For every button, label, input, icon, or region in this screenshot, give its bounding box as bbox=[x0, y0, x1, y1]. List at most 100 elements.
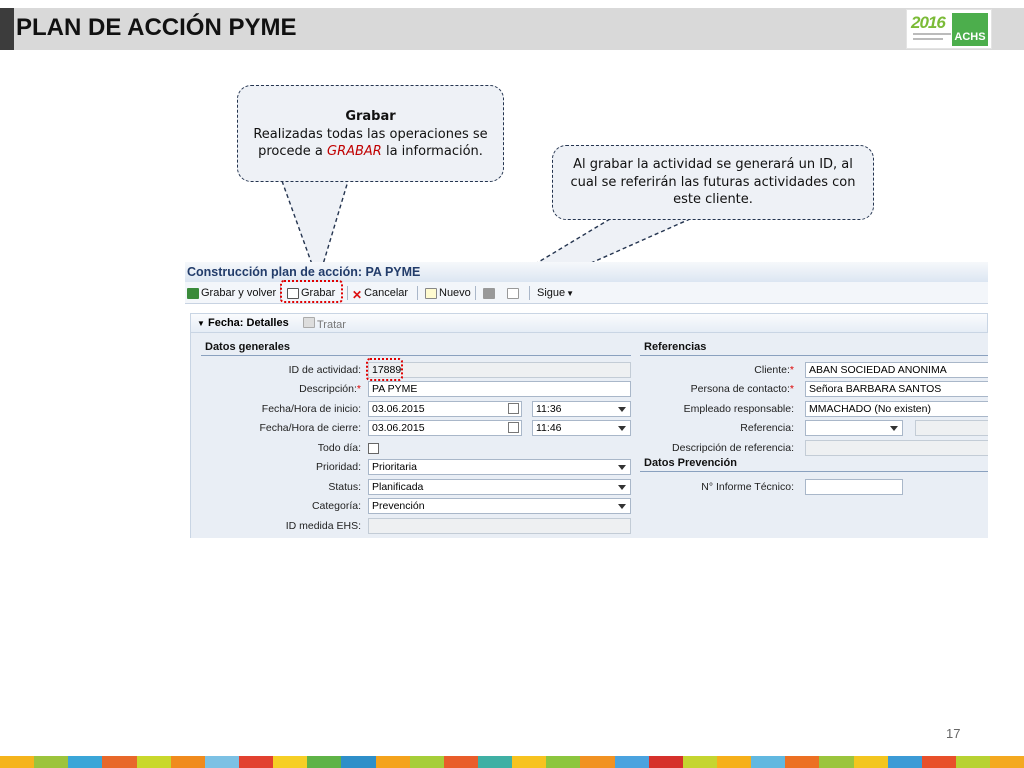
cierre-time-select[interactable]: 11:46 bbox=[532, 420, 631, 436]
contacto-input[interactable]: Señora BARBARA SANTOS bbox=[805, 381, 988, 397]
toolbar-separator bbox=[347, 286, 348, 300]
required-marker: * bbox=[789, 383, 794, 395]
tab-fecha-detalles[interactable]: ▼ Fecha: Detalles bbox=[197, 317, 289, 329]
descripcion-input[interactable]: PA PYME bbox=[368, 381, 631, 397]
stripe-segment bbox=[409, 756, 444, 768]
logo-tagline-2 bbox=[913, 38, 943, 40]
stripe-segment bbox=[102, 756, 137, 768]
empleado-input[interactable]: MMACHADO (No existen) bbox=[805, 401, 988, 417]
calendar-icon[interactable] bbox=[508, 403, 519, 414]
delete-button[interactable] bbox=[483, 285, 497, 301]
copy-icon bbox=[507, 287, 519, 299]
logo-tagline bbox=[913, 33, 951, 35]
grabar-highlight bbox=[280, 280, 343, 303]
id-highlight bbox=[366, 358, 403, 381]
toolbar: Grabar y volver Grabar ✕Cancelar Nuevo S… bbox=[185, 282, 988, 304]
cierre-date-value: 03.06.2015 bbox=[372, 422, 425, 434]
prioridad-label: Prioridad: bbox=[316, 461, 361, 473]
toolbar-separator bbox=[475, 286, 476, 300]
todo-dia-checkbox[interactable] bbox=[368, 443, 379, 454]
footer-color-stripe bbox=[0, 756, 1024, 768]
stripe-segment bbox=[853, 756, 888, 768]
informe-input[interactable] bbox=[805, 479, 903, 495]
stripe-segment bbox=[204, 756, 239, 768]
required-marker: * bbox=[356, 383, 361, 395]
stripe-segment bbox=[716, 756, 752, 768]
descripcion-label-text: Descripción: bbox=[299, 383, 357, 395]
new-document-icon bbox=[425, 287, 437, 299]
callout-grabar-text-pre: procede a bbox=[258, 144, 327, 159]
stripe-segment bbox=[546, 756, 581, 768]
inicio-time-select[interactable]: 11:36 bbox=[532, 401, 631, 417]
callout-grabar-text-post: la información. bbox=[381, 144, 483, 159]
inicio-label: Fecha/Hora de inicio: bbox=[261, 403, 361, 415]
cancelar-button[interactable]: ✕Cancelar bbox=[352, 285, 409, 302]
nuevo-button[interactable]: Nuevo bbox=[425, 285, 471, 301]
descripcion-label: Descripción:* bbox=[201, 381, 361, 397]
stripe-segment bbox=[238, 756, 274, 768]
stripe-segment bbox=[375, 756, 410, 768]
stripe-segment bbox=[887, 756, 922, 768]
stripe-segment bbox=[170, 756, 205, 768]
id-label: ID de actividad: bbox=[288, 364, 361, 376]
callout-grabar-line2: procede a GRABAR la información. bbox=[238, 143, 503, 161]
cierre-date-input[interactable]: 03.06.2015 bbox=[368, 420, 522, 436]
stripe-segment bbox=[648, 756, 683, 768]
stripe-segment bbox=[614, 756, 649, 768]
referencia-select[interactable] bbox=[805, 420, 903, 436]
stripe-segment bbox=[955, 756, 991, 768]
inicio-date-input[interactable]: 03.06.2015 bbox=[368, 401, 522, 417]
stripe-segment bbox=[819, 756, 854, 768]
stripe-segment bbox=[990, 756, 1024, 768]
stripe-segment bbox=[580, 756, 615, 768]
trash-icon bbox=[483, 287, 495, 299]
achs-logo: 2016 ACHS bbox=[906, 9, 992, 49]
cancel-icon: ✕ bbox=[352, 287, 363, 302]
section-datos-prevencion: Datos Prevención bbox=[640, 457, 988, 472]
informe-label: N° Informe Técnico: bbox=[701, 481, 794, 493]
cliente-input[interactable]: ABAN SOCIEDAD ANONIMA bbox=[805, 362, 988, 378]
tab-tratar[interactable]: Tratar bbox=[303, 317, 346, 331]
copy-button[interactable] bbox=[507, 285, 521, 301]
grabar-volver-label: Grabar y volver bbox=[201, 287, 277, 299]
calendar-icon[interactable] bbox=[508, 422, 519, 433]
save-back-icon bbox=[187, 287, 199, 299]
stripe-segment bbox=[921, 756, 956, 768]
tab-tratar-label: Tratar bbox=[317, 319, 346, 331]
nuevo-label: Nuevo bbox=[439, 287, 471, 299]
callout-grabar: Grabar Realizadas todas las operaciones … bbox=[237, 85, 504, 182]
inicio-date-value: 03.06.2015 bbox=[372, 403, 425, 415]
chevron-down-icon: ▼ bbox=[566, 288, 575, 298]
todo-dia-label: Todo día: bbox=[317, 442, 361, 454]
stripe-segment bbox=[307, 756, 342, 768]
cliente-label-text: Cliente: bbox=[754, 364, 790, 376]
grabar-volver-button[interactable]: Grabar y volver bbox=[187, 285, 276, 301]
page-title: PLAN DE ACCIÓN PYME bbox=[16, 14, 297, 41]
callout-id-text: Al grabar la actividad se generará un ID… bbox=[570, 157, 856, 207]
stripe-segment bbox=[751, 756, 786, 768]
collapse-icon: ▼ bbox=[197, 319, 205, 328]
cancelar-label: Cancelar bbox=[364, 287, 409, 299]
required-marker: * bbox=[789, 364, 794, 376]
detail-tabbar: ▼ Fecha: Detalles Tratar bbox=[190, 313, 988, 333]
stripe-segment bbox=[443, 756, 478, 768]
sigue-menu[interactable]: Sigue▼ bbox=[537, 285, 574, 301]
form-content: Datos generales Referencias ID de activi… bbox=[190, 333, 988, 538]
logo-year: 2016 bbox=[911, 13, 946, 32]
toolbar-separator bbox=[529, 286, 530, 300]
prioridad-select[interactable]: Prioritaria bbox=[368, 459, 631, 475]
logo-brand-box: ACHS bbox=[952, 13, 988, 46]
crm-window: Construcción plan de acción: PA PYME Gra… bbox=[185, 262, 988, 538]
sigue-label: Sigue bbox=[537, 287, 566, 299]
status-select[interactable]: Planificada bbox=[368, 479, 631, 495]
status-label: Status: bbox=[328, 481, 361, 493]
referencia-label: Referencia: bbox=[740, 422, 794, 434]
contacto-label: Persona de contacto:* bbox=[640, 381, 794, 397]
grabar-button[interactable]: Grabar bbox=[287, 285, 335, 301]
categoria-label: Categoría: bbox=[311, 500, 361, 512]
descref-label: Descripción de referencia: bbox=[672, 442, 794, 454]
title-bar: PLAN DE ACCIÓN PYME 2016 ACHS bbox=[0, 8, 1024, 50]
categoria-select[interactable]: Prevención bbox=[368, 498, 631, 514]
referencia-extra-field bbox=[915, 420, 988, 436]
stripe-segment bbox=[785, 756, 820, 768]
